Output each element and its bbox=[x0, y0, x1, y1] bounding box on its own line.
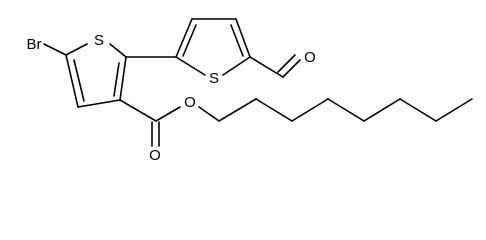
bond-chain-6-7 bbox=[399, 98, 437, 122]
bond-chain-1-2 bbox=[218, 98, 257, 122]
bond-c5-s1 bbox=[65, 43, 88, 56]
bond-c4prime-c5prime bbox=[235, 18, 251, 58]
bond-c4-c5 bbox=[65, 54, 79, 108]
bond-c5prime-cho bbox=[249, 56, 284, 78]
bond-c2-c3-inner bbox=[113, 62, 120, 97]
chemical-structure-diagram: Br S S O O O bbox=[27, 18, 473, 164]
bond-o-ch2-1 bbox=[198, 106, 220, 122]
bond-c2prime-c3prime-inner bbox=[182, 24, 197, 57]
bond-c2-c3 bbox=[119, 56, 127, 101]
bond-br-c5 bbox=[43, 43, 67, 56]
atom-label-br: Br bbox=[27, 36, 42, 53]
bond-c2prime-c3prime bbox=[175, 18, 193, 58]
bond-c5prime-s2 bbox=[222, 56, 251, 76]
atom-label-o-carbonyl: O bbox=[149, 147, 161, 164]
bond-c3-ester-c bbox=[119, 99, 157, 122]
atom-label-o-aldehyde: O bbox=[304, 49, 316, 66]
bond-cho-o-double bbox=[277, 54, 296, 73]
bond-cho-o bbox=[282, 59, 301, 78]
bond-layer bbox=[43, 18, 473, 147]
bond-c4-c5-inner bbox=[73, 59, 85, 102]
bond-chain-4-5 bbox=[327, 98, 365, 122]
atom-label-o-ester: O bbox=[184, 94, 196, 111]
bond-s1-c2 bbox=[109, 43, 127, 58]
bond-chain-3-4 bbox=[291, 98, 329, 122]
atom-label-s1: S bbox=[94, 32, 104, 49]
bond-c3-c4 bbox=[77, 99, 121, 108]
bond-c4prime-c5prime-inner bbox=[230, 24, 244, 57]
bond-chain-2-3 bbox=[255, 98, 293, 122]
bond-s2-c2prime bbox=[175, 56, 206, 76]
bond-ester-c-o-ester bbox=[155, 106, 181, 122]
bond-chain-7-8 bbox=[435, 98, 473, 122]
atom-label-layer: Br S S O O O bbox=[27, 32, 316, 164]
bond-chain-5-6 bbox=[363, 98, 401, 122]
atom-label-s2: S bbox=[209, 70, 219, 87]
